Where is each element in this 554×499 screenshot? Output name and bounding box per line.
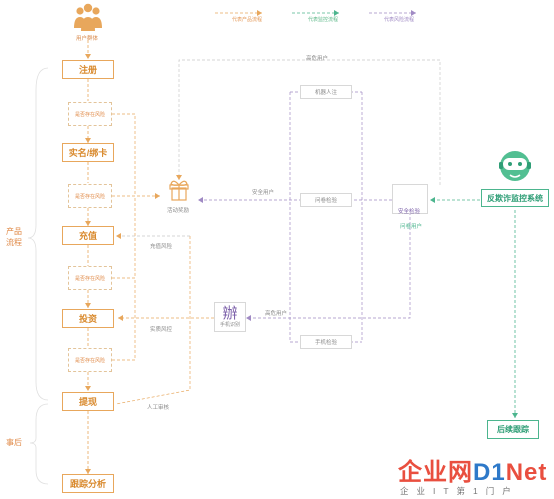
edge-label-high-risk-user: 高危用户	[265, 311, 288, 317]
fraud-monitor-system: 反欺诈监控系统	[481, 189, 549, 207]
flow-step-withdraw: 提现	[62, 392, 114, 411]
flow-step-invest: 投资	[62, 309, 114, 328]
gift-icon	[169, 180, 189, 201]
right-check-label: 安全检验	[398, 209, 421, 215]
side-label-post-event: 事后	[6, 438, 22, 447]
center-node-middle: 问卷检验	[300, 193, 352, 207]
center-node-bottom: 手机检验	[300, 335, 352, 349]
right-check-sub: 问卷用户	[400, 224, 423, 230]
risk-flow-edges	[289, 91, 363, 343]
tag-label: 手机识别	[219, 322, 240, 328]
edge-label-recharge-risk: 充值风险	[150, 244, 173, 250]
user-group-icon	[74, 3, 102, 31]
check-node-1: 是否存在风险	[68, 102, 112, 126]
risk-return-edges	[115, 236, 214, 405]
legend-monitor-flow: 代表监控流程	[308, 17, 339, 23]
watermark-part-d1: D1	[473, 459, 506, 486]
edge-label-manual-review: 人工审核	[147, 405, 170, 411]
right-check-node	[392, 184, 428, 214]
robot-icon	[499, 151, 531, 181]
flow-step-recharge: 充值	[62, 226, 114, 245]
center-node-top: 机器人注	[300, 85, 352, 99]
flow-step-verify: 实名/绑卡	[62, 143, 114, 162]
post-event-bracket	[29, 403, 49, 485]
gift-label: 活动奖励	[167, 208, 190, 214]
watermark-sub: 企业IT第1门户	[400, 486, 519, 496]
check-node-4: 是否存在风险	[68, 348, 112, 372]
flow-step-register: 注册	[62, 60, 114, 79]
followup-tracking: 后续跟踪	[487, 420, 539, 439]
edge-label-invest-risk: 实质风控	[150, 327, 173, 333]
product-flow-bracket	[27, 67, 49, 401]
edge-label-safe-user: 安全用户	[252, 190, 275, 196]
right-top-label: 高危用户	[306, 56, 329, 62]
watermark-part-net: Net	[505, 459, 548, 486]
legend-risk-flow: 代表风险流程	[384, 17, 415, 23]
legend-product-flow: 代表产品流程	[232, 17, 263, 23]
side-label-product-flow: 产品流程	[6, 227, 22, 247]
tag-char: 辦	[222, 305, 238, 322]
tag-node: 辦 手机识别	[214, 302, 246, 332]
top-return-edge	[176, 59, 441, 185]
check-node-3: 是否存在风险	[68, 266, 112, 290]
check-node-2: 是否存在风险	[68, 184, 112, 208]
watermark-logo: 企业网D1Net 企业IT第1门户	[398, 452, 554, 499]
watermark-part-cn: 企业网	[398, 459, 473, 486]
check-to-gift-edges	[112, 113, 160, 361]
flow-step-analysis: 跟踪分析	[62, 474, 114, 493]
watermark-title: 企业网D1Net	[398, 452, 547, 487]
user-group-label: 用户群体	[76, 36, 99, 42]
edge-high-risk	[246, 212, 411, 321]
